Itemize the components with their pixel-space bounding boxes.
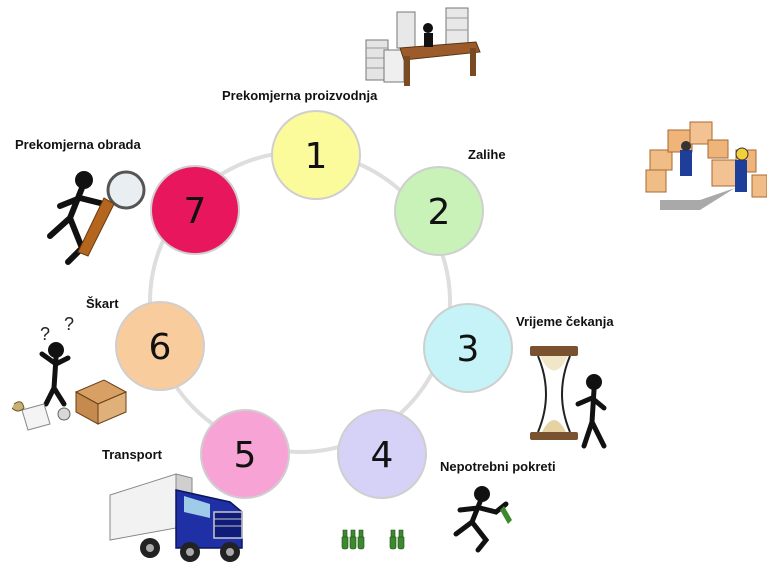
node-5-circle [200, 409, 290, 499]
node-1-label: Prekomjerna proizvodnja [222, 88, 378, 103]
warehouse-boxes-icon [645, 121, 767, 210]
node-7-number: 7 [184, 191, 207, 232]
node-4-circle [337, 409, 427, 499]
node-3-number: 3 [457, 329, 480, 370]
node-6-number: 6 [149, 327, 172, 368]
node-5: 5 [200, 409, 290, 499]
node-6: 6 [115, 301, 205, 391]
node-4: 4 [337, 409, 427, 499]
node-3: 3 [423, 303, 513, 393]
node-2: 2 [394, 166, 484, 256]
node-6-label: Škart [86, 296, 119, 311]
node-1: 1 [271, 110, 361, 200]
truck-icon [109, 473, 243, 562]
confused-person-with-box-icon: ? ? [11, 314, 128, 431]
node-3-circle [423, 303, 513, 393]
node-4-label: Nepotrebni pokreti [440, 459, 556, 474]
hourglass-person-icon [530, 346, 607, 449]
running-person-with-bottles-icon [341, 486, 512, 553]
node-1-number: 1 [305, 136, 328, 177]
node-2-number: 2 [428, 192, 451, 233]
node-7-label: Prekomjerna obrada [15, 137, 141, 152]
node-3-label: Vrijeme čekanja [516, 314, 614, 329]
magnifying-glass-person-icon [47, 170, 146, 265]
desk-with-paper-stacks-icon [365, 7, 481, 86]
node-7-circle [150, 165, 240, 255]
node-2-circle [394, 166, 484, 256]
svg-text:?: ? [64, 314, 74, 334]
node-4-number: 4 [371, 435, 394, 476]
node-5-number: 5 [234, 435, 257, 476]
node-6-circle [115, 301, 205, 391]
node-2-label: Zalihe [468, 147, 506, 162]
node-7: 7 [150, 165, 240, 255]
node-1-circle [271, 110, 361, 200]
svg-text:?: ? [40, 324, 50, 344]
node-5-label: Transport [102, 447, 162, 462]
